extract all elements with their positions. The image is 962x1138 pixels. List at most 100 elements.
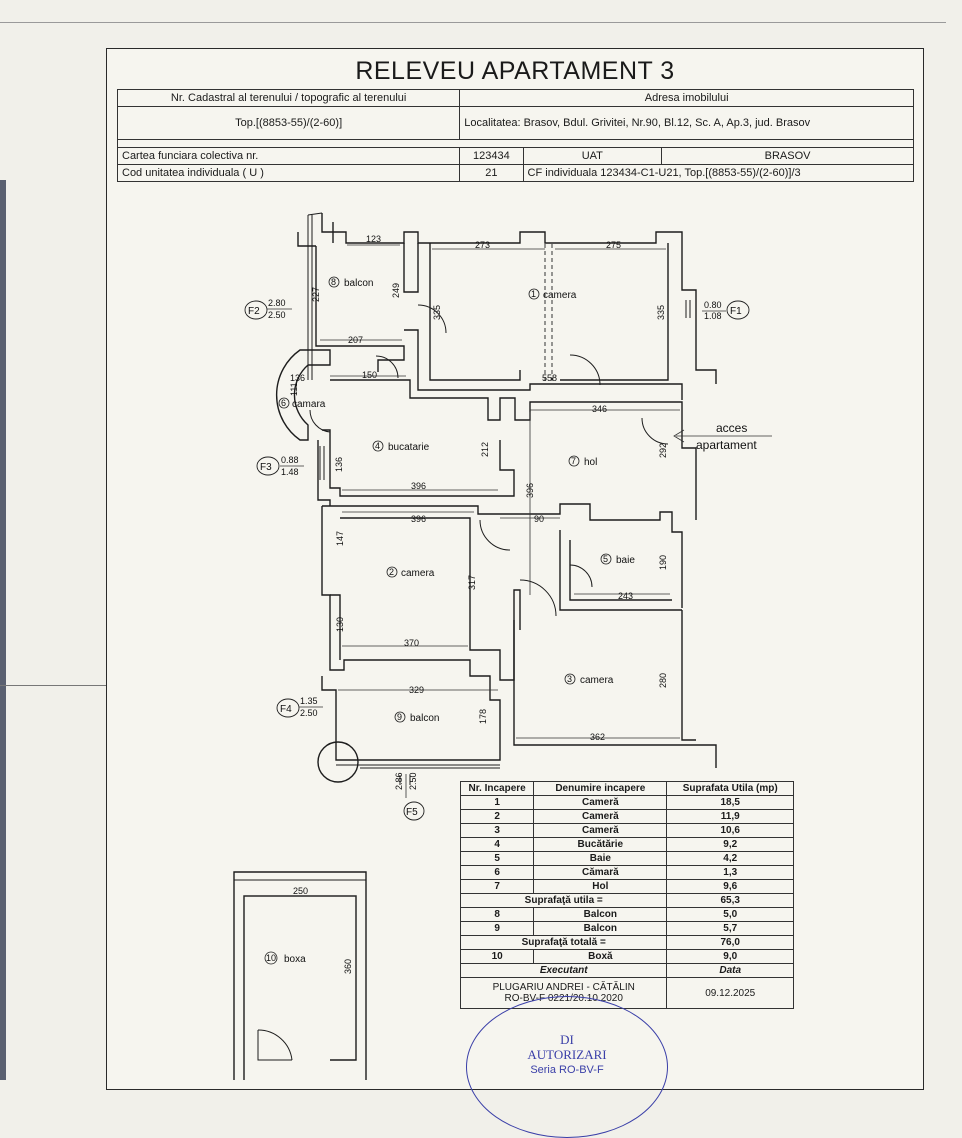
svg-text:2.86: 2.86 xyxy=(394,772,404,790)
svg-text:123: 123 xyxy=(366,234,381,244)
svg-text:F4: F4 xyxy=(280,704,292,715)
svg-text:249: 249 xyxy=(391,283,401,298)
svg-text:2: 2 xyxy=(389,567,394,577)
window-f3: F3 0.88 1.48 xyxy=(256,455,304,477)
storage-plan: 250 360 10 boxa xyxy=(233,871,367,1080)
svg-text:boxa: boxa xyxy=(284,954,306,965)
svg-text:150: 150 xyxy=(362,370,377,380)
svg-text:273: 273 xyxy=(475,240,490,250)
svg-text:243: 243 xyxy=(618,591,633,601)
svg-text:hol: hol xyxy=(584,457,597,468)
nr-cadastral-label: Nr. Cadastral al terenului / topografic … xyxy=(116,89,461,107)
svg-text:F5: F5 xyxy=(406,807,418,818)
svg-text:212: 212 xyxy=(480,442,490,457)
room-areas-table: Nr. Incapere Denumire incapere Suprafata… xyxy=(459,781,794,1009)
svg-text:362: 362 xyxy=(590,732,605,742)
room-label-7: 7 hol xyxy=(568,455,597,468)
svg-text:7: 7 xyxy=(571,456,576,466)
svg-text:bucatarie: bucatarie xyxy=(388,442,430,453)
svg-text:275: 275 xyxy=(606,240,621,250)
svg-text:F1: F1 xyxy=(730,306,742,317)
svg-text:329: 329 xyxy=(409,685,424,695)
svg-text:396: 396 xyxy=(525,483,535,498)
col-header-area: Suprafata Utila (mp) xyxy=(666,781,794,796)
carte-funciara-value: 123434 xyxy=(459,147,524,165)
col-header-name: Denumire incapere xyxy=(533,781,668,796)
room-label-6: 6 camara xyxy=(278,397,326,410)
svg-text:2.50: 2.50 xyxy=(300,708,318,718)
cf-individuala-value: CF individuala 123434-C1-U21, Top.[(8853… xyxy=(522,164,915,182)
cod-unitate-label: Cod unitatea individuala ( U ) xyxy=(116,164,461,182)
room-label-1: 1 camera xyxy=(528,288,577,301)
svg-text:baie: baie xyxy=(616,555,635,566)
floor-plan: 8 balcon 1 camera 6 camara 4 bucatarie 7… xyxy=(233,212,772,1080)
svg-text:1.35: 1.35 xyxy=(300,696,318,706)
background-edge xyxy=(0,180,6,1080)
svg-text:2.50: 2.50 xyxy=(408,772,418,790)
svg-text:396: 396 xyxy=(411,481,426,491)
executant-row: PLUGARIU ANDREI - CĂTĂLIN RO-BV-F 0221/2… xyxy=(459,977,794,1009)
svg-text:0.80: 0.80 xyxy=(704,300,722,310)
svg-text:317: 317 xyxy=(467,575,477,590)
executant-name: PLUGARIU ANDREI - CĂTĂLIN xyxy=(492,982,635,993)
room-labels: 8 balcon 1 camera 6 camara 4 bucatarie 7… xyxy=(278,276,635,724)
total-area-label: Suprafaţă totală = xyxy=(459,935,668,950)
svg-text:4: 4 xyxy=(375,441,380,451)
cod-unitate-value: 21 xyxy=(459,164,524,182)
svg-text:camera: camera xyxy=(543,290,577,301)
svg-text:280: 280 xyxy=(658,673,668,688)
svg-text:8: 8 xyxy=(331,277,336,287)
svg-text:136: 136 xyxy=(290,373,305,383)
svg-text:370: 370 xyxy=(404,638,419,648)
svg-text:balcon: balcon xyxy=(410,713,439,724)
usable-area-row: Suprafaţă utila = 65,3 xyxy=(459,893,794,908)
svg-text:227: 227 xyxy=(311,287,321,302)
svg-text:9: 9 xyxy=(397,712,402,722)
total-area-value: 76,0 xyxy=(666,935,794,950)
room-label-4: 4 bucatarie xyxy=(372,440,430,453)
window-f1: 0.80 1.08 F1 xyxy=(702,300,750,321)
svg-text:335: 335 xyxy=(432,305,442,320)
access-arrow: acces apartament xyxy=(673,421,772,452)
svg-text:558: 558 xyxy=(542,373,557,383)
page-title: RELEVEU APARTAMENT 3 xyxy=(355,57,675,85)
svg-text:292: 292 xyxy=(658,443,668,458)
usable-area-label: Suprafaţă utila = xyxy=(459,893,668,908)
total-area-row: Suprafaţă totală = 76,0 xyxy=(459,935,794,950)
authorization-stamp: DI AUTORIZARI Seria RO-BV-F xyxy=(466,996,668,1138)
svg-text:camera: camera xyxy=(580,675,614,686)
svg-text:camara: camara xyxy=(292,399,326,410)
executant-header-row: Executant Data xyxy=(459,963,794,978)
svg-text:1.48: 1.48 xyxy=(281,467,299,477)
room-table-header: Nr. Incapere Denumire incapere Suprafata… xyxy=(459,781,794,796)
margin-line xyxy=(0,685,106,686)
top-value: Top.[(8853-55)/(2-60)] xyxy=(116,106,461,140)
col-header-nr: Nr. Incapere xyxy=(459,781,535,796)
svg-text:3: 3 xyxy=(567,674,572,684)
page-top-rule xyxy=(0,22,946,23)
property-header-table: Nr. Cadastral al terenului / topografic … xyxy=(116,89,915,182)
window-f5: 2.86 2.50 F5 xyxy=(394,772,425,821)
room-label-9: 9 balcon xyxy=(394,711,439,724)
data-label: Data xyxy=(666,963,794,978)
window-f4: F4 1.35 2.50 xyxy=(276,696,323,718)
usable-area-value: 65,3 xyxy=(666,893,794,908)
room-label-3: 3 camera xyxy=(564,673,614,686)
svg-text:10: 10 xyxy=(266,953,276,963)
room-label-8: 8 balcon xyxy=(328,276,373,289)
dimension-lines xyxy=(320,244,680,739)
svg-text:130: 130 xyxy=(335,617,345,632)
svg-text:acces: acces xyxy=(716,421,747,435)
window-f2: F2 2.80 2.50 xyxy=(244,298,292,320)
svg-text:F3: F3 xyxy=(260,462,272,473)
dimension-labels: 123 273 275 227 249 335 335 207 150 136 … xyxy=(289,234,668,742)
uat-label: UAT xyxy=(522,147,663,165)
svg-text:5: 5 xyxy=(603,554,608,564)
